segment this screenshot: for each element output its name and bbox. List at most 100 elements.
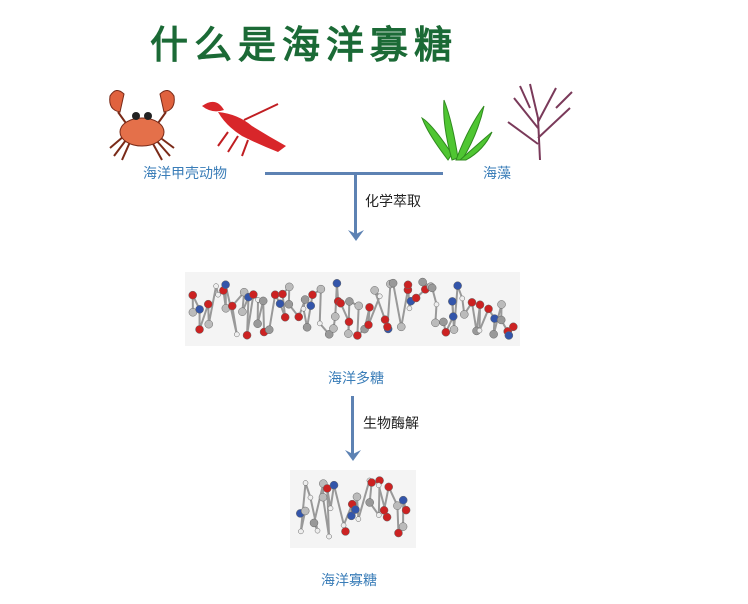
- atom: [204, 319, 214, 329]
- bond: [470, 302, 478, 332]
- atom: [448, 312, 458, 321]
- atom: [308, 290, 317, 300]
- atom: [195, 305, 204, 314]
- atom: [352, 492, 362, 502]
- atom: [318, 492, 328, 502]
- atom: [460, 310, 469, 319]
- source-label-crustaceans: 海洋甲壳动物: [143, 166, 227, 182]
- bond: [347, 301, 351, 334]
- atom: [188, 290, 197, 300]
- bond: [356, 305, 360, 336]
- bond: [299, 482, 307, 532]
- atom: [264, 325, 274, 334]
- atom: [441, 327, 451, 337]
- atom: [307, 494, 314, 501]
- atom: [221, 280, 230, 289]
- atom: [345, 297, 354, 306]
- red-seaweed-icon: [507, 83, 573, 161]
- atom: [355, 516, 362, 522]
- atom: [336, 299, 345, 308]
- atom: [365, 303, 374, 312]
- atom: [509, 322, 518, 332]
- atom: [327, 505, 334, 512]
- atom: [203, 299, 213, 309]
- atom: [427, 283, 437, 293]
- atom: [418, 277, 427, 287]
- arrow-down-icon: [348, 230, 364, 241]
- bond: [400, 289, 409, 328]
- bond: [231, 305, 238, 335]
- atom: [353, 331, 362, 340]
- atom: [238, 307, 247, 316]
- atom: [309, 518, 319, 528]
- atom: [326, 533, 332, 540]
- bond: [318, 289, 322, 324]
- atom: [331, 312, 340, 321]
- atom: [253, 319, 262, 328]
- arrow-1-shaft: [354, 172, 357, 234]
- atom: [496, 315, 506, 325]
- atom: [329, 324, 338, 333]
- atom: [433, 301, 440, 308]
- atom: [401, 505, 411, 515]
- polysaccharide-molecule-image: [185, 272, 520, 346]
- atom: [364, 320, 373, 330]
- atom: [332, 279, 342, 288]
- atom: [284, 300, 294, 309]
- atom: [380, 315, 390, 324]
- atom: [351, 505, 360, 514]
- atom: [227, 301, 237, 311]
- atom: [258, 296, 268, 306]
- atom: [431, 318, 440, 328]
- step-1-process: 化学萃取: [365, 194, 421, 210]
- bond: [198, 303, 210, 330]
- atom: [448, 297, 457, 306]
- oligosaccharide-molecule-image: [290, 470, 416, 548]
- atom: [393, 501, 402, 510]
- atom: [278, 289, 287, 299]
- atom: [329, 480, 339, 490]
- atom: [294, 312, 304, 322]
- product-oligosaccharide-label: 海洋寡糖: [321, 573, 377, 589]
- crab-icon: [109, 90, 175, 161]
- atom: [302, 323, 312, 332]
- atom: [354, 301, 363, 311]
- bond: [313, 483, 325, 524]
- atom: [316, 284, 326, 294]
- atom: [234, 331, 240, 338]
- atom: [275, 299, 285, 308]
- atom: [314, 527, 321, 534]
- atom: [484, 304, 493, 314]
- atom: [195, 325, 204, 334]
- atom: [375, 482, 382, 489]
- atom: [306, 301, 316, 310]
- atom: [453, 281, 462, 290]
- atom: [398, 495, 408, 505]
- atom: [489, 329, 498, 339]
- green-seaweed-icon: [421, 99, 493, 161]
- atom: [242, 330, 252, 340]
- atom: [449, 325, 459, 334]
- atom: [397, 322, 406, 332]
- atom: [300, 295, 310, 304]
- atom: [398, 522, 408, 531]
- atom: [411, 293, 421, 303]
- arrow-2-shaft: [351, 396, 354, 454]
- atom: [322, 484, 332, 493]
- lobster-icon: [202, 101, 286, 157]
- atom: [298, 528, 304, 535]
- atom: [379, 506, 389, 515]
- atom: [376, 512, 382, 518]
- atom: [344, 329, 353, 338]
- step-2-process: 生物酶解: [363, 416, 419, 432]
- arrow-down-icon: [345, 450, 361, 461]
- atom: [280, 313, 290, 322]
- atom: [213, 283, 219, 289]
- atom: [439, 317, 448, 327]
- atom: [300, 506, 310, 516]
- atom: [383, 322, 392, 332]
- bond: [246, 294, 255, 336]
- atom: [249, 290, 258, 299]
- atom: [344, 317, 354, 327]
- atom: [406, 305, 413, 312]
